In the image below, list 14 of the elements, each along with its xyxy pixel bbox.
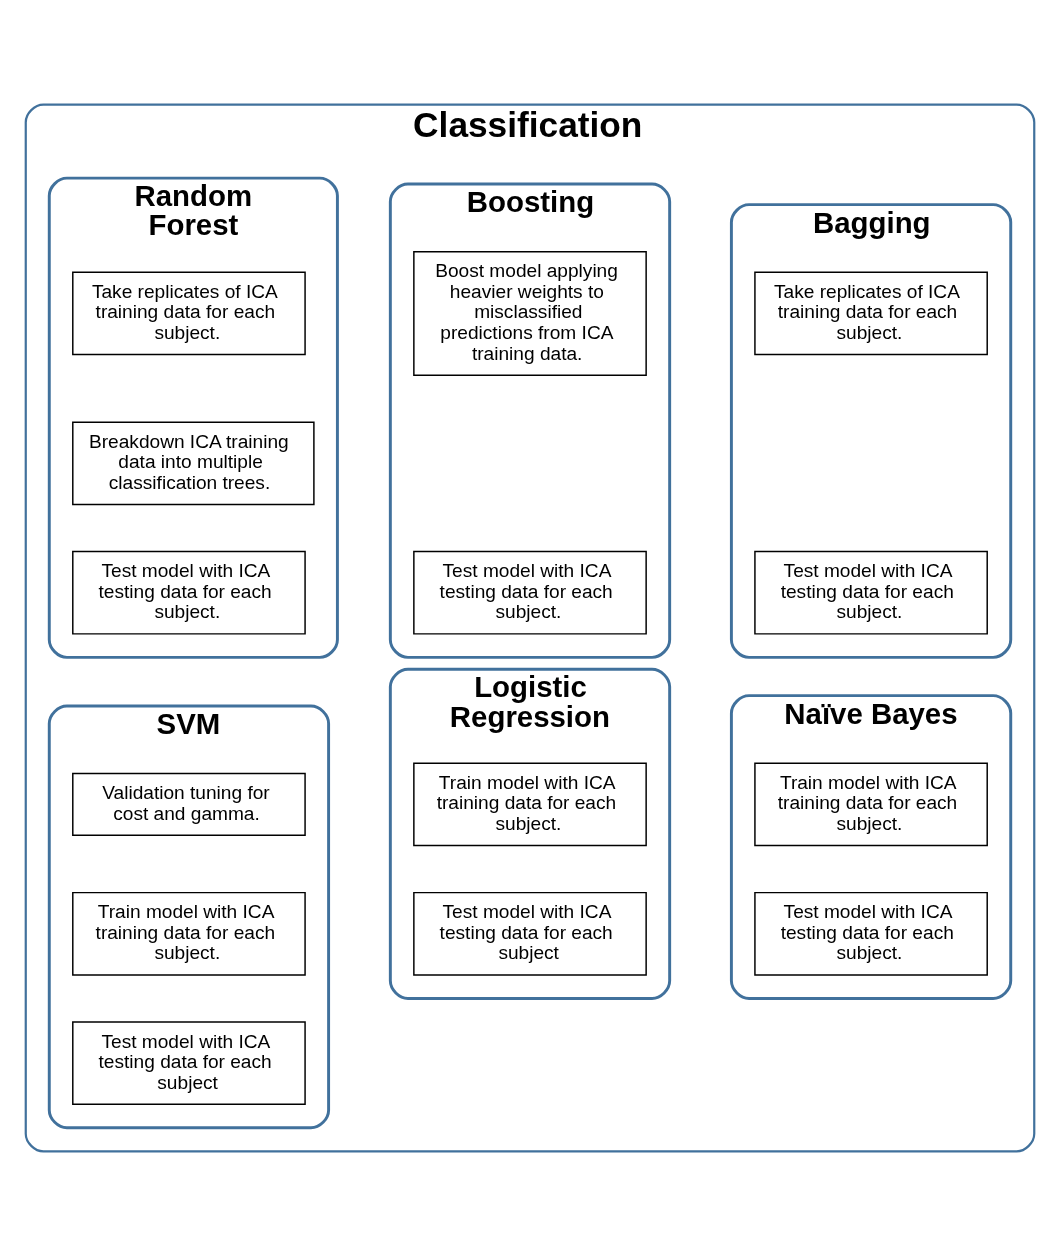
node-box: Test model with ICA testing data for each subject. [754,891,988,976]
node-box: Test model with ICA testing data for each subject. [72,550,306,635]
node-box: Test model with ICA testing data for each subject [413,891,647,976]
node-box: Breakdown ICA training data into multiple classification trees. [72,420,315,505]
node-box: Take replicates of ICA training data for each subject. [754,271,988,355]
node-box: Test model with ICA testing data for each subject. [413,550,647,635]
node-box: Train model with ICA training data for each subject. [413,762,647,846]
node-box: Take replicates of ICA training data for each subject. [72,271,306,355]
node-box: Boost model applying heavier weights to misclassified predictions from ICA training data. [413,250,647,376]
node-box: Validation tuning for cost and gamma. [72,772,306,836]
node-box: Test model with ICA testing data for each subject. [754,550,988,635]
node-box: Test model with ICA testing data for each subject [72,1020,306,1105]
node-box: Train model with ICA training data for each subject. [72,891,306,976]
node-box: Train model with ICA training data for each subject. [754,762,988,846]
